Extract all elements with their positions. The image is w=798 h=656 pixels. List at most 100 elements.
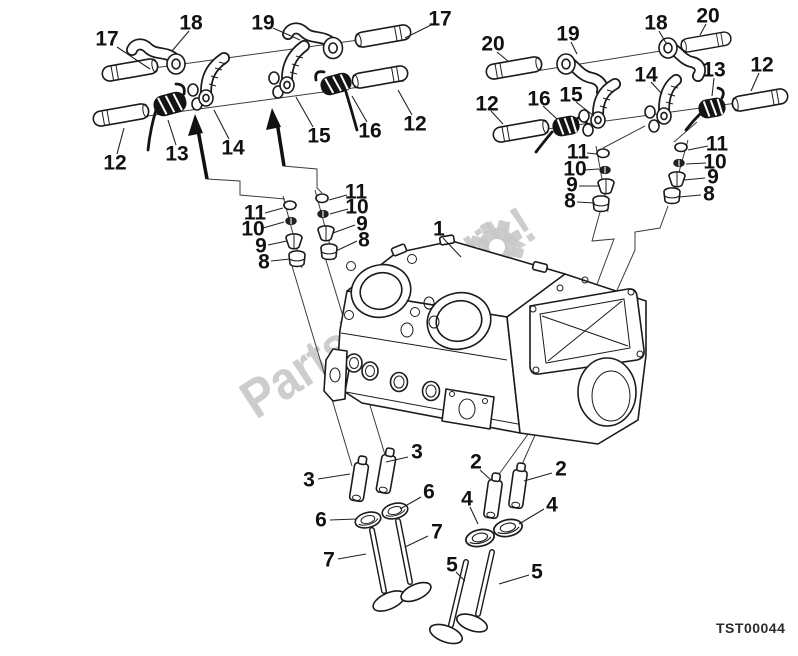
callout-leader-10	[685, 162, 707, 165]
spring-13	[146, 82, 187, 152]
callout-6: 6	[423, 481, 435, 504]
callout-7: 7	[431, 521, 443, 544]
callout-leader-19	[570, 41, 578, 55]
ring-10	[599, 165, 611, 175]
retainer-9	[668, 171, 686, 188]
callout-2: 2	[555, 458, 567, 481]
valve-small-parts-rear	[592, 142, 688, 213]
callout-11: 11	[706, 133, 729, 156]
explosion-arrow-right	[266, 108, 286, 167]
callout-leader-6	[329, 518, 357, 521]
shaft-12-right	[350, 63, 410, 91]
callout-19: 19	[251, 12, 274, 35]
shaft-12-left	[491, 117, 551, 145]
callout-10: 10	[563, 158, 586, 181]
callout-leader-12	[397, 89, 413, 116]
callout-leader-9	[683, 177, 706, 181]
callout-5: 5	[446, 554, 458, 577]
callout-20: 20	[696, 5, 719, 28]
retainer-9	[317, 225, 335, 242]
shaft-20-right	[679, 30, 733, 54]
callout-leader-15	[575, 101, 595, 117]
callout-leader-8	[576, 201, 596, 204]
callout-11: 11	[345, 181, 368, 204]
callout-18: 18	[179, 12, 203, 35]
valve-guide-3	[348, 454, 371, 503]
callout-leader-11	[328, 194, 348, 201]
valve-seal-6	[379, 499, 411, 523]
callout-leader-18	[658, 30, 667, 44]
shaft-12-right	[730, 86, 790, 114]
callout-8: 8	[258, 251, 270, 274]
callout-10: 10	[345, 196, 368, 219]
left-rocker-assembly	[91, 22, 413, 180]
collet-11	[315, 193, 329, 204]
callout-12: 12	[750, 54, 773, 77]
callout-17: 17	[95, 28, 118, 51]
valve-guide-2	[482, 471, 505, 520]
rocker-arm-14	[644, 74, 682, 133]
callout-9: 9	[707, 166, 719, 189]
callout-leader-4	[469, 506, 479, 525]
callout-leader-14	[650, 81, 663, 95]
callout-leader-7	[404, 535, 429, 548]
callout-15: 15	[307, 125, 331, 148]
callout-leader-20	[496, 51, 510, 63]
callout-leader-19	[272, 27, 301, 41]
collet-11	[283, 200, 297, 211]
valve-guide-2	[507, 461, 530, 510]
callout-leader-14	[213, 109, 230, 140]
explosion-arrow-left	[188, 114, 209, 180]
rocker-arm-19	[282, 22, 344, 60]
cap-8	[288, 250, 306, 268]
callout-2: 2	[470, 451, 482, 474]
ring-10	[317, 209, 329, 219]
callout-leader-12	[116, 127, 125, 155]
rocker-arm-15	[578, 78, 621, 137]
callout-4: 4	[461, 488, 473, 511]
valve-seal-6	[352, 508, 384, 532]
callout-1: 1	[433, 218, 445, 241]
callout-leader-12	[750, 72, 760, 92]
callout-9: 9	[255, 235, 267, 258]
callout-15: 15	[559, 84, 583, 107]
cylinder-head	[323, 234, 647, 445]
valve-7	[369, 527, 406, 612]
callout-4: 4	[546, 494, 558, 517]
callout-leader-3	[317, 473, 351, 480]
callout-leader-8	[335, 240, 358, 252]
spring-13	[684, 86, 726, 132]
callout-leader-9	[332, 224, 356, 234]
callout-leader-1	[442, 237, 462, 258]
callout-14: 14	[634, 64, 658, 87]
callout-leader-17	[404, 24, 432, 39]
callout-leader-16	[542, 105, 558, 120]
collet-11	[596, 148, 610, 159]
callout-10: 10	[703, 151, 726, 174]
callout-8: 8	[703, 183, 715, 206]
callout-leader-13	[711, 77, 715, 97]
callout-leader-2	[523, 472, 553, 482]
callout-17: 17	[428, 8, 451, 31]
callout-11: 11	[567, 141, 590, 164]
right-rocker-assembly	[484, 30, 790, 154]
valve-bore-rear	[426, 291, 492, 351]
callout-13: 13	[702, 59, 725, 82]
callout-16: 16	[527, 88, 550, 111]
shaft-12-left	[91, 101, 151, 129]
callout-10: 10	[241, 218, 264, 241]
valve-guide-3	[375, 446, 399, 495]
callout-5: 5	[531, 561, 543, 584]
callout-7: 7	[323, 549, 335, 572]
drawing-code: TST00044	[716, 620, 785, 636]
callout-13: 13	[165, 143, 188, 166]
callout-leader-8	[270, 258, 291, 262]
callout-11: 11	[244, 202, 267, 225]
cap-8	[663, 187, 681, 205]
front-valve-group	[348, 446, 432, 612]
callout-leader-10	[329, 208, 349, 215]
rocker-arm-18	[126, 38, 186, 75]
valve-bore-front	[350, 263, 412, 319]
rear-valve-group	[428, 461, 530, 645]
